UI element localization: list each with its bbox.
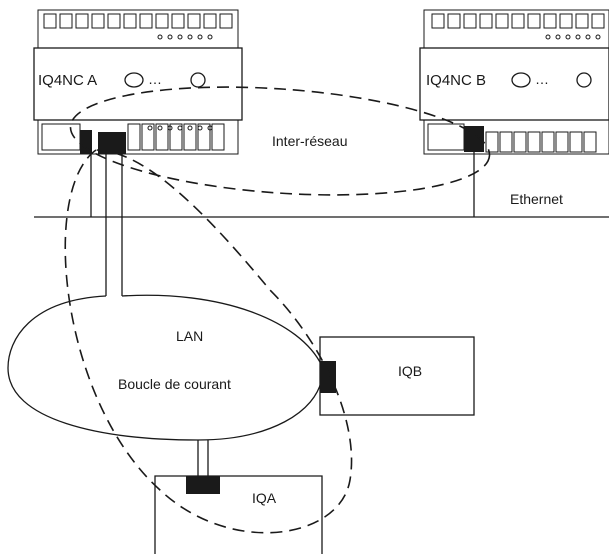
ethernet-port-b [464, 126, 484, 152]
controller-b-label: IQ4NC B [426, 72, 486, 89]
status-led-icon [124, 72, 144, 88]
controller-a: IQ4NC A … [33, 9, 243, 155]
lan-port-a [98, 132, 126, 154]
ethernet-port-a [80, 130, 92, 154]
iqb-port [320, 361, 336, 393]
lan-label: LAN [176, 328, 203, 344]
device-iqb [319, 336, 475, 416]
device-iqa [154, 475, 323, 554]
internetwork-boundary [69, 86, 491, 196]
ethernet-label: Ethernet [510, 191, 563, 207]
controller-a-dots: … [148, 71, 162, 87]
iqb-label: IQB [398, 363, 422, 379]
internetwork-label: Inter-réseau [272, 133, 347, 149]
ethernet-bus [34, 152, 609, 218]
iqa-port [186, 476, 220, 494]
current-loop-label: Boucle de courant [118, 376, 231, 392]
controller-b-dots: … [535, 71, 549, 87]
iqa-label: IQA [252, 490, 277, 506]
controller-b: IQ4NC B … [419, 9, 609, 155]
iqa-connection-boundary [64, 149, 353, 534]
controller-a-label: IQ4NC A [38, 72, 97, 89]
status-led-icon [190, 72, 206, 88]
status-led-icon [511, 72, 531, 88]
lan-loop [7, 154, 323, 476]
status-led-icon [576, 72, 592, 88]
